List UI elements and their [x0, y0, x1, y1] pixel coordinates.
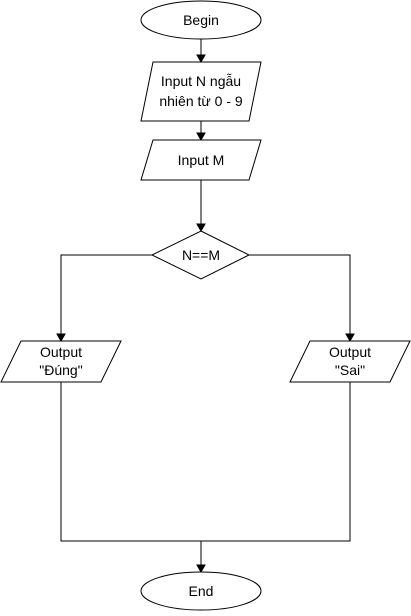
- output-false-label-line1: Output: [329, 344, 371, 360]
- begin-label: Begin: [183, 12, 219, 28]
- condition-label: N==M: [182, 247, 220, 263]
- input-n-parallelogram: Input N ngẫu nhiên từ 0 - 9: [140, 61, 262, 122]
- edge-condition-to-output-false: [249, 254, 351, 334]
- begin-terminator: Begin: [140, 0, 262, 40]
- edges: [56, 39, 355, 574]
- output-false-parallelogram: Output "Sai": [289, 340, 411, 383]
- condition-diamond: N==M: [150, 230, 251, 280]
- output-true-label-line1: Output: [40, 344, 82, 360]
- edge-output-false-to-merge: [201, 382, 351, 542]
- output-false-label-line2: "Sai": [335, 362, 365, 378]
- arrowhead-begin-to-input-n: [196, 54, 206, 64]
- arrowhead-input-n-to-input-m: [196, 132, 206, 142]
- input-m-label: Input M: [178, 152, 225, 168]
- input-m-parallelogram: Input M: [140, 139, 262, 181]
- arrowhead-input-m-to-condition: [196, 223, 206, 233]
- arrowhead-condition-to-output-true: [56, 333, 66, 343]
- edge-output-true-to-merge: [60, 382, 201, 542]
- edge-condition-to-output-true: [60, 254, 152, 334]
- end-label: End: [189, 583, 214, 599]
- output-true-parallelogram: Output "Đúng": [0, 340, 122, 383]
- input-n-label-line1: Input N ngẫu: [161, 73, 241, 89]
- input-n-label-line2: nhiên từ 0 - 9: [159, 93, 243, 109]
- arrowhead-merge-to-end: [196, 564, 206, 574]
- arrowhead-condition-to-output-false: [345, 333, 355, 343]
- output-true-label-line2: "Đúng": [39, 362, 82, 378]
- end-terminator: End: [140, 571, 262, 611]
